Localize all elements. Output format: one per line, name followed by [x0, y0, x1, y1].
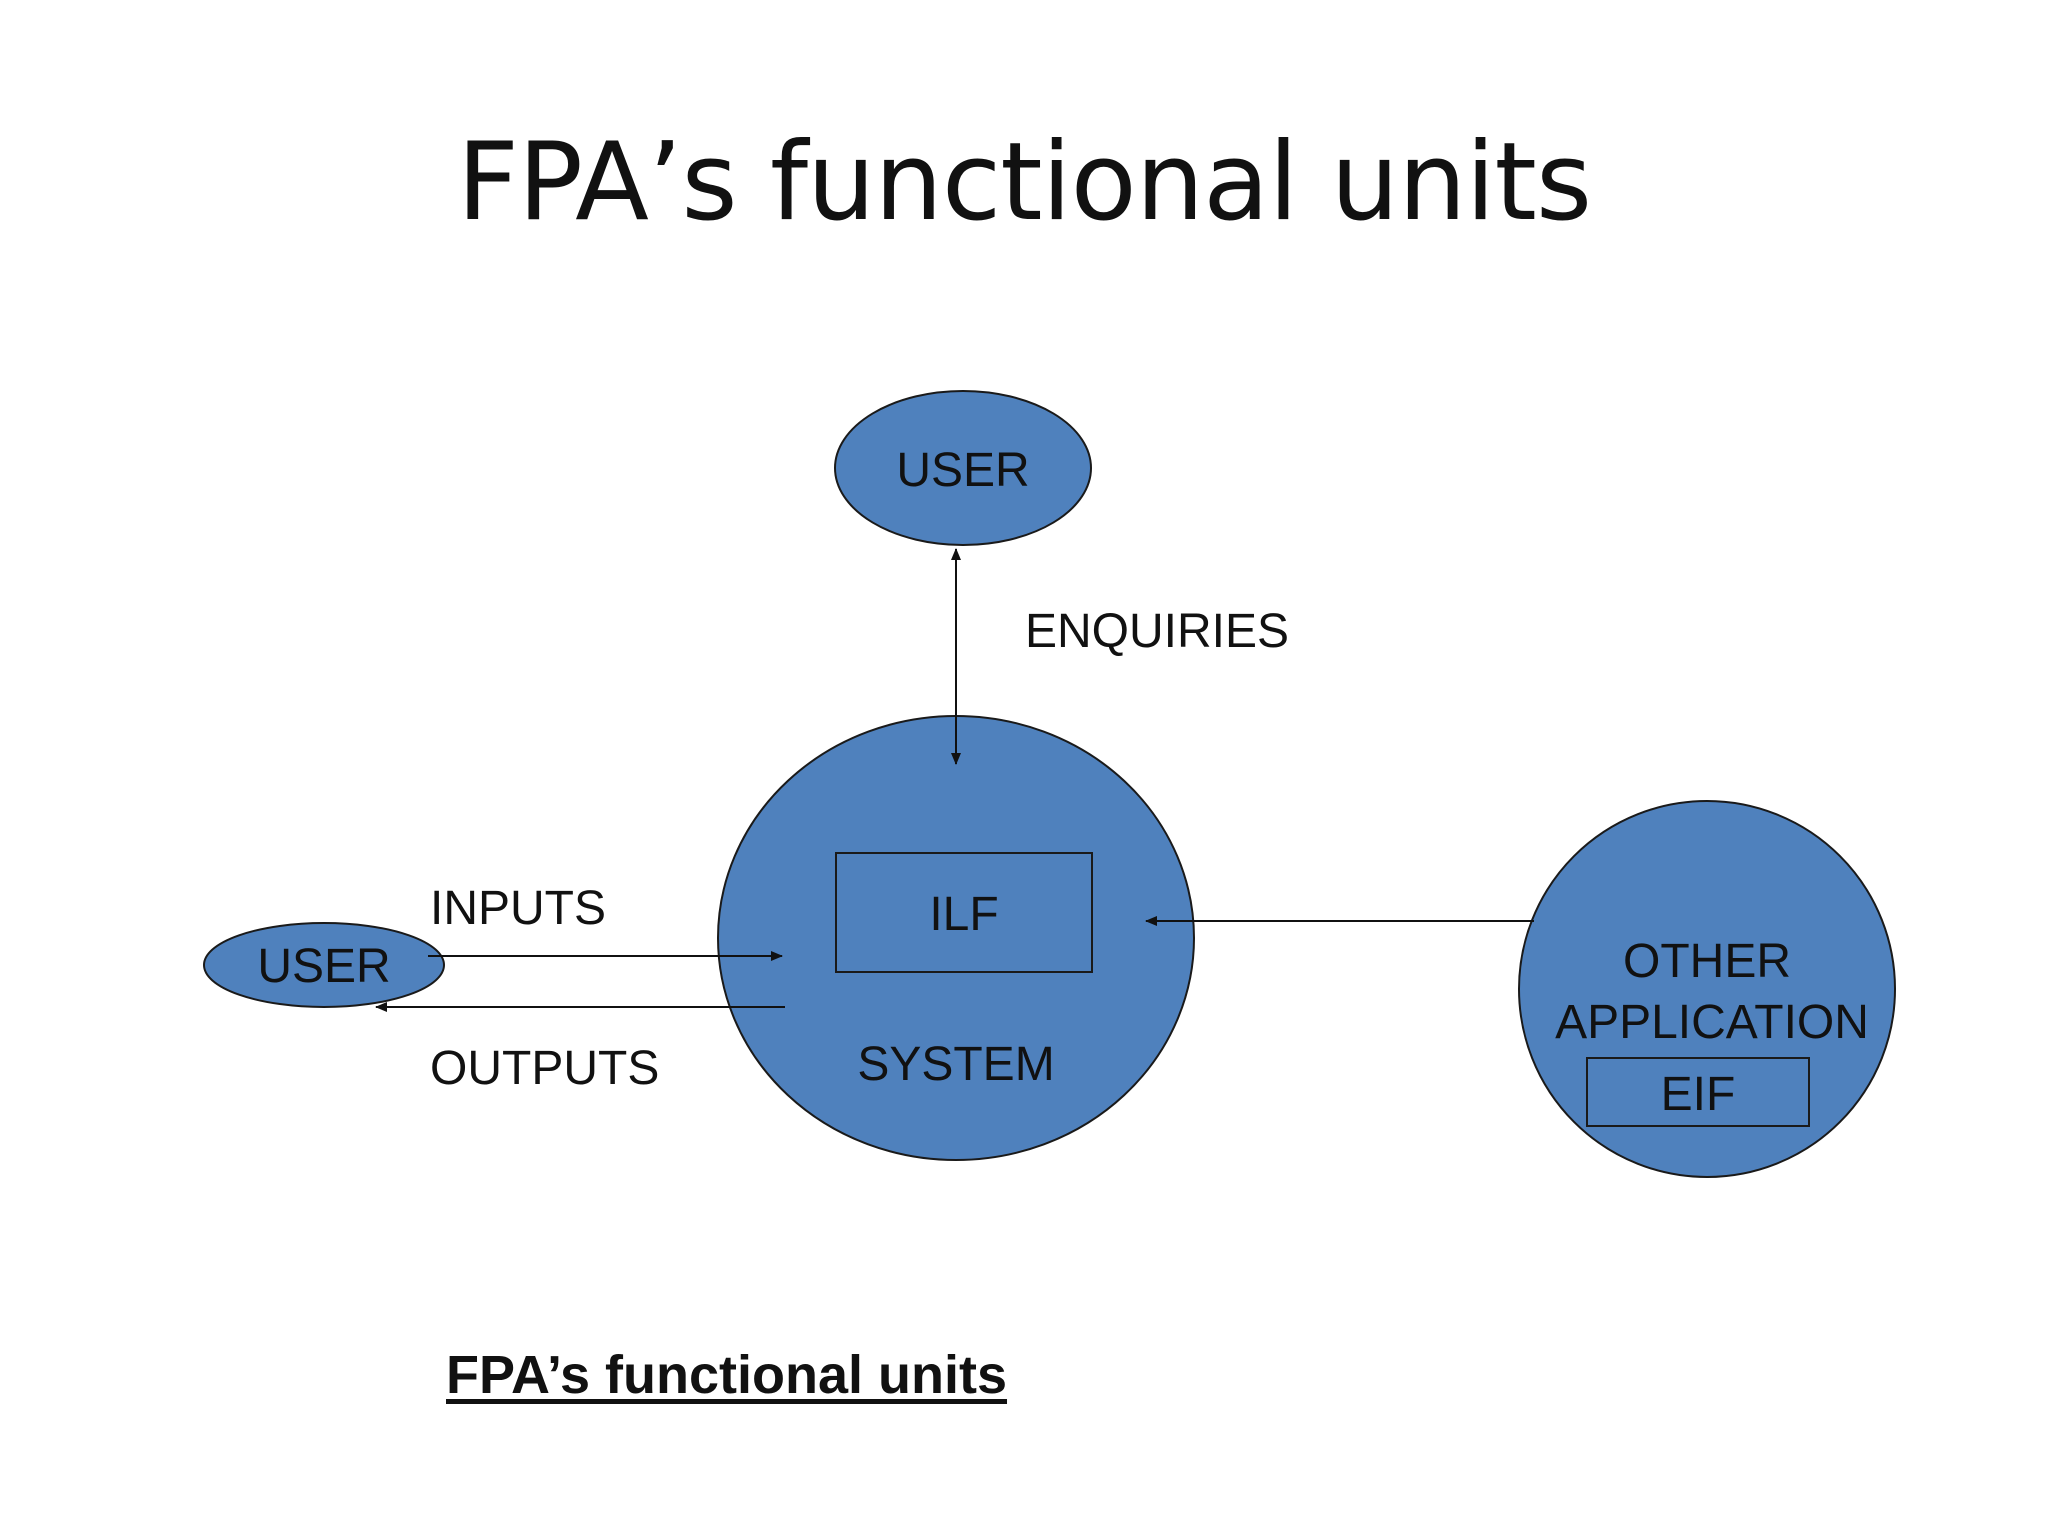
eif-label: EIF [1661, 1068, 1736, 1121]
slide-title: FPA’s functional units [456, 120, 1592, 245]
enquiries-label: ENQUIRIES [1025, 605, 1289, 658]
user-left-label: USER [257, 940, 390, 993]
figure-caption: FPA’s functional units [446, 1345, 1008, 1405]
outputs-label: OUTPUTS [430, 1042, 659, 1095]
other-application-node: OTHER APPLICATION EIF [1518, 800, 1896, 1178]
user-top-node: USER [834, 390, 1092, 546]
other-application-label-line1: OTHER [1623, 935, 1791, 988]
user-left-node: USER [203, 922, 445, 1008]
system-node: ILF SYSTEM [717, 715, 1195, 1161]
user-top-label: USER [896, 444, 1029, 497]
eif-box [1586, 1057, 1810, 1127]
system-label: SYSTEM [857, 1038, 1054, 1091]
inputs-label: INPUTS [430, 882, 606, 935]
ilf-box [835, 852, 1093, 973]
other-application-label-line2: APPLICATION [1555, 996, 1869, 1049]
ilf-label: ILF [929, 888, 998, 941]
